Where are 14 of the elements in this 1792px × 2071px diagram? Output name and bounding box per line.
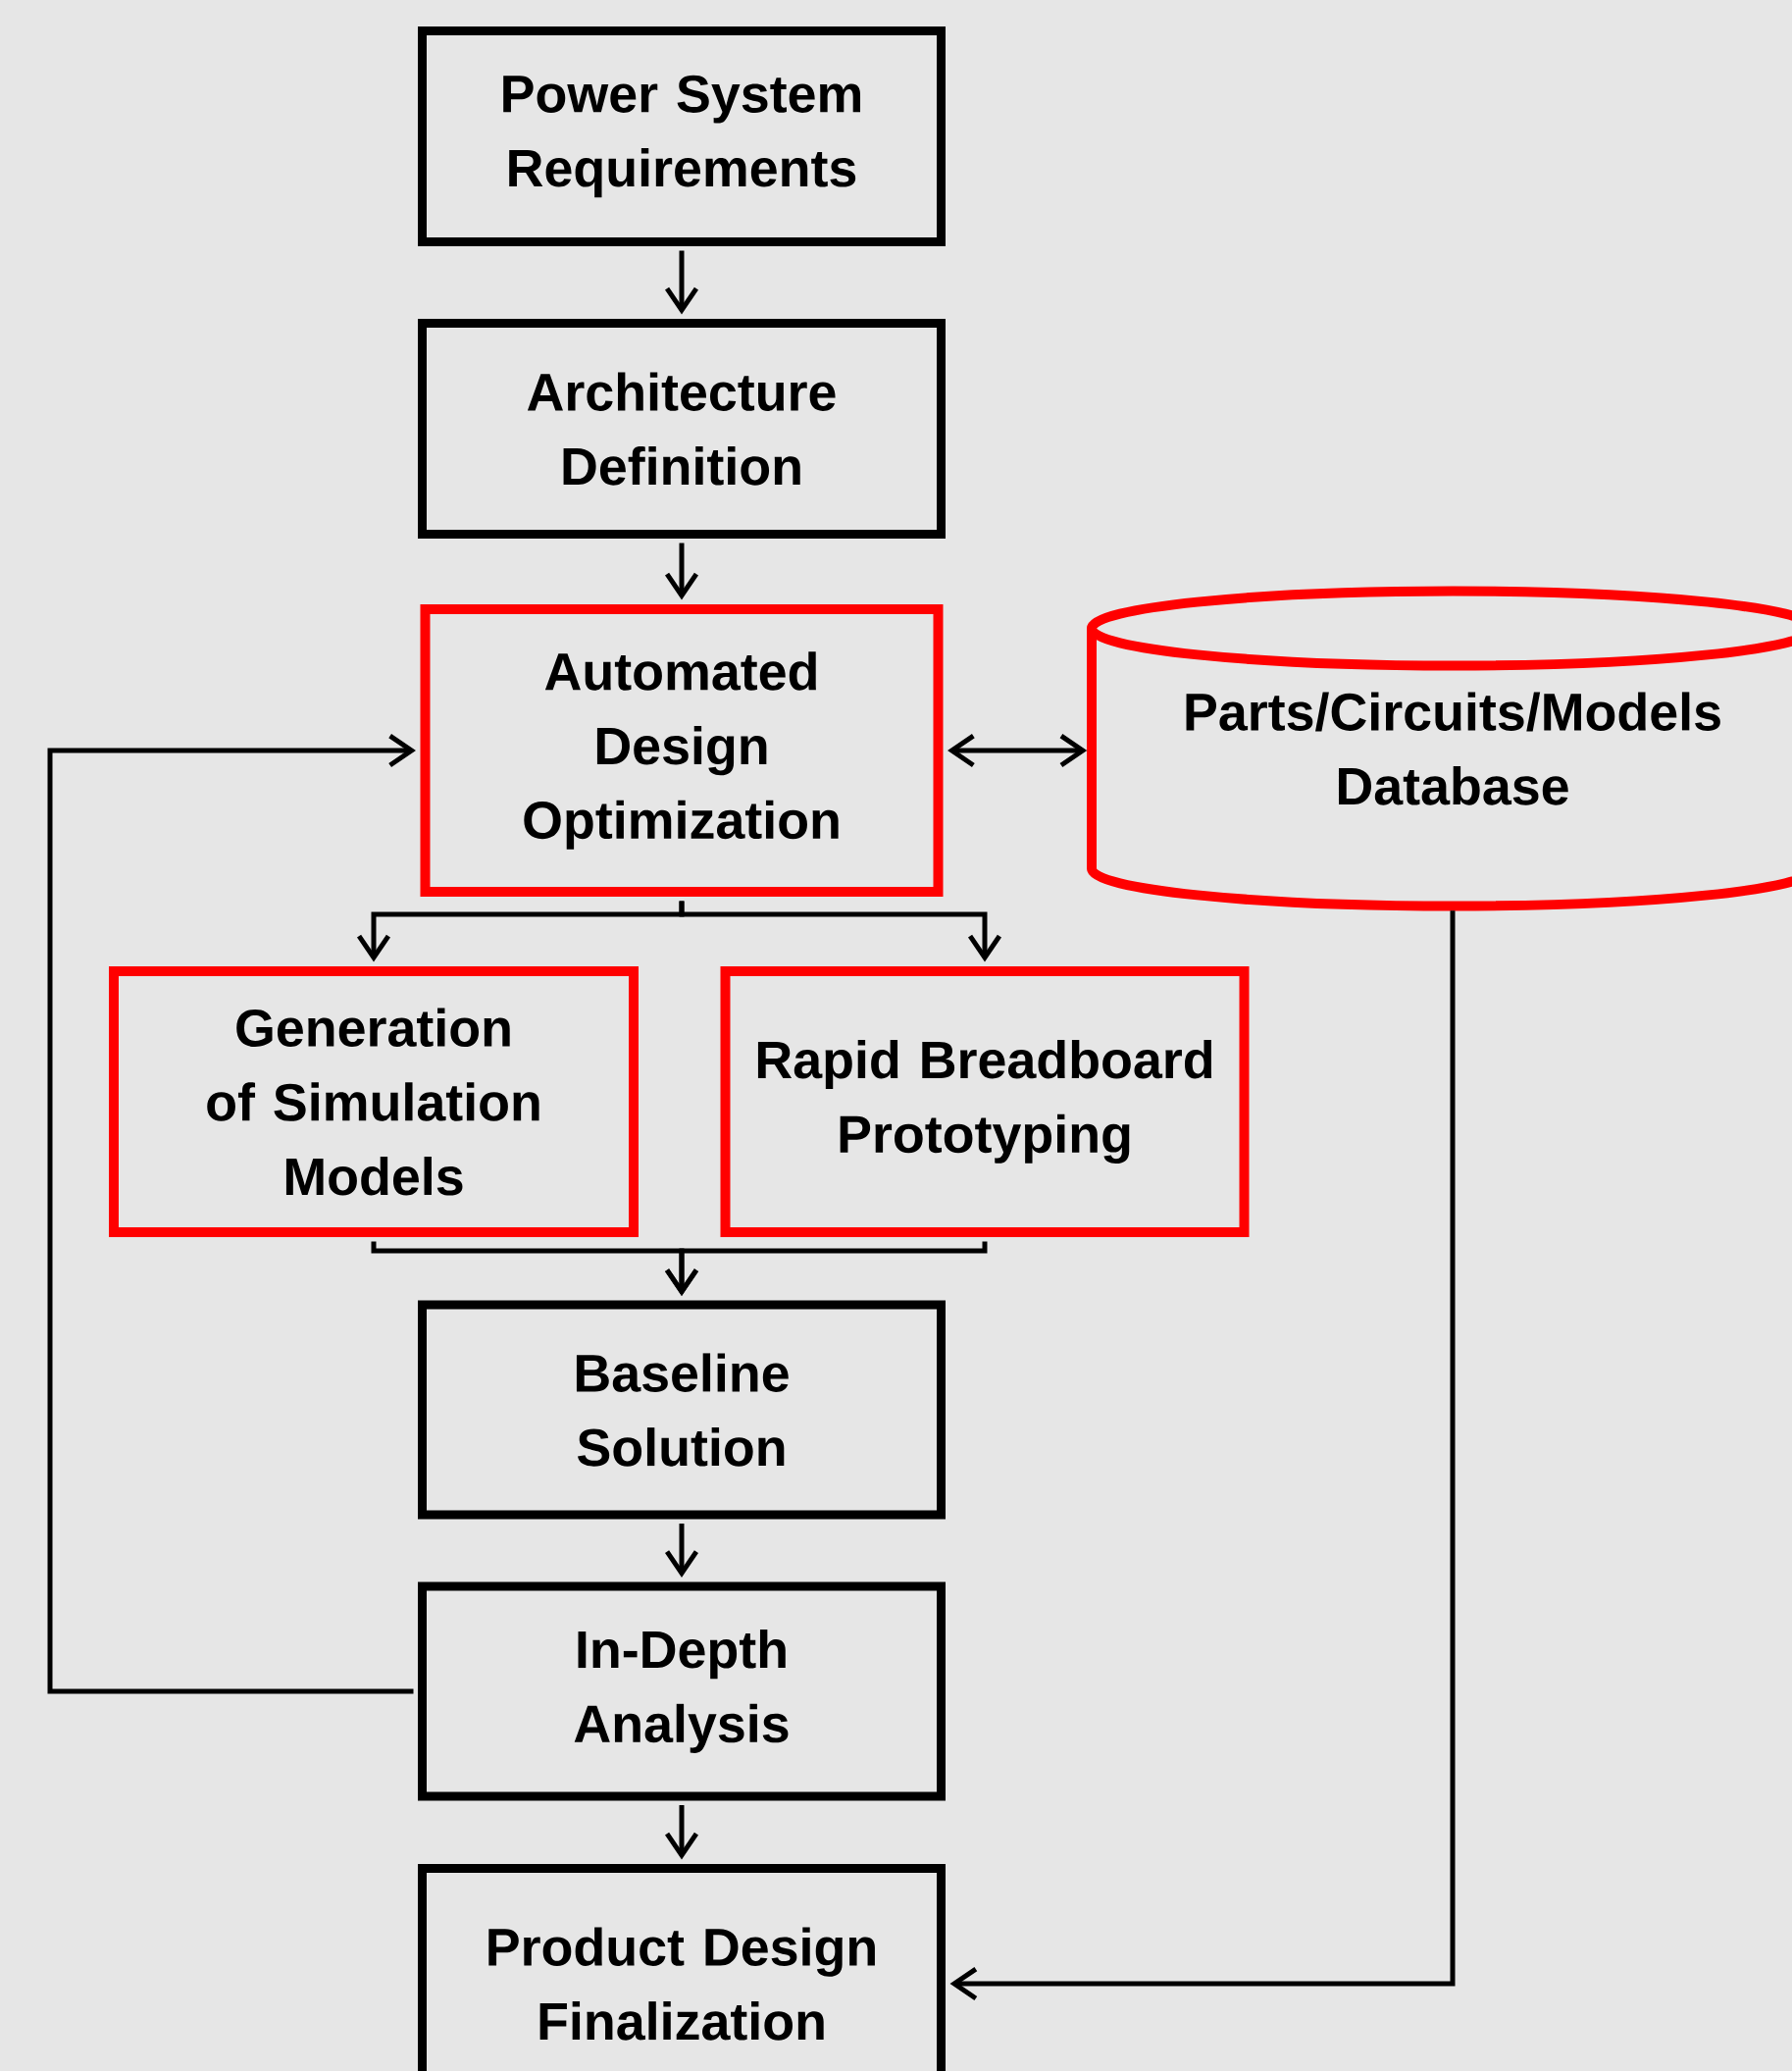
- process-box: In-Depth Analysis: [418, 1581, 946, 1801]
- database-cylinder: Parts/Circuits/Models Database: [1087, 586, 1792, 911]
- process-box: Rapid Breadboard Prototyping: [720, 966, 1250, 1237]
- arrow: [949, 910, 1456, 2000]
- arrow: [947, 734, 1088, 767]
- process-box: Power System Requirements: [418, 26, 946, 246]
- process-box: Baseline Solution: [418, 1300, 946, 1520]
- process-box: Product Design Finalization: [418, 1864, 946, 2071]
- process-box: Automated Design Optimization: [420, 604, 944, 897]
- arrow: [47, 734, 416, 1694]
- arrow: [679, 901, 1001, 962]
- arrow: [665, 1241, 988, 1296]
- process-box: Architecture Definition: [418, 319, 946, 539]
- process-box: Generation of Simulation Models: [109, 966, 639, 1237]
